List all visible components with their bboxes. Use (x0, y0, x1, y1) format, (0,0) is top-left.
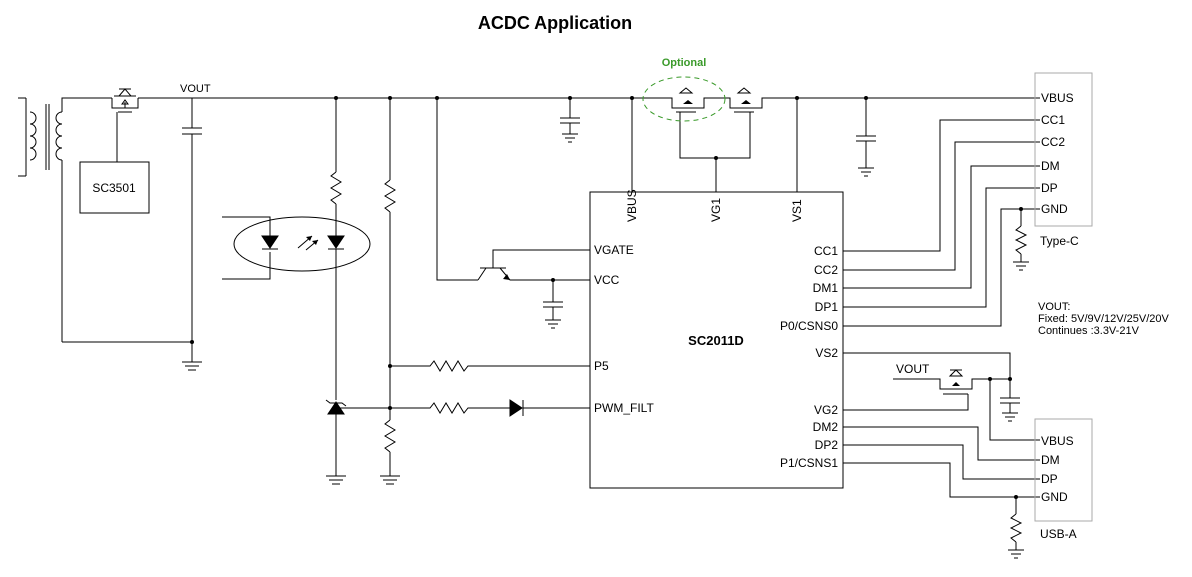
typec-vbus-capacitor (856, 98, 876, 177)
pin-cc1: CC1 (814, 244, 838, 258)
optional-mosfet-pair (666, 87, 768, 159)
usba-pin-vbus: VBUS (1041, 434, 1074, 448)
vcc-pass-transistor (436, 98, 590, 281)
typec-connector (1034, 72, 1093, 227)
usba-pin-dp: DP (1041, 472, 1058, 486)
pin-vs1: VS1 (790, 199, 804, 222)
pin-dm2: DM2 (813, 420, 839, 434)
ground-symbol (182, 342, 202, 371)
optional-label: Optional (662, 57, 707, 69)
p5-resistor (390, 360, 590, 372)
optocoupler-led (222, 216, 319, 280)
usba-mosfet (843, 369, 1010, 411)
pin-cc2: CC2 (814, 263, 838, 277)
vout-label-top: VOUT (180, 83, 211, 95)
typec-pin-dp: DP (1041, 181, 1058, 195)
pin-vg2: VG2 (814, 403, 838, 417)
pin-p5: P5 (594, 359, 609, 373)
typec-pin-gnd: GND (1041, 202, 1068, 216)
usba-connector (1034, 418, 1093, 522)
transformer (18, 97, 112, 342)
divider-resistor-bottom (380, 419, 400, 485)
sc2011d-label: SC2011D (688, 333, 744, 348)
typec-name: Type-C (1040, 234, 1079, 248)
optocoupler-outline (233, 216, 371, 272)
pin-vbus: VBUS (625, 189, 639, 222)
typec-pin-dm: DM (1041, 159, 1060, 173)
ground-symbol (326, 475, 346, 485)
pin-vs2: VS2 (815, 346, 838, 360)
shunt-regulator (325, 399, 390, 476)
pin-p1-csns1: P1/CSNS1 (780, 456, 838, 470)
vout-label-right: VOUT (896, 362, 930, 376)
pin-vcc: VCC (594, 273, 620, 287)
sc3501-chip (79, 161, 150, 214)
divider-resistor-top (384, 98, 396, 420)
pin-p0-csns0: P0/CSNS0 (780, 319, 838, 333)
optional-outline (642, 76, 726, 122)
pin-dm1: DM1 (813, 281, 839, 295)
typec-pin-vbus: VBUS (1041, 91, 1074, 105)
typec-pin-cc2: CC2 (1041, 135, 1065, 149)
pwm-filter-network (390, 399, 590, 417)
typec-gnd-resistor (1013, 209, 1029, 271)
vout-note-fixed: Fixed: 5V/9V/12V/25V/20V (1038, 313, 1170, 325)
optocoupler-transistor (327, 98, 345, 400)
sc3501-label: SC3501 (92, 181, 136, 195)
pin-vg1: VG1 (709, 198, 723, 222)
usba-pin-dm: DM (1041, 453, 1060, 467)
diagram-title: ACDC Application (478, 13, 632, 33)
pin-dp1: DP1 (815, 300, 839, 314)
usba-pin-gnd: GND (1041, 490, 1068, 504)
pin-vgate: VGATE (594, 243, 634, 257)
sync-rectifier-mosfet (111, 88, 139, 162)
typec-pin-cc1: CC1 (1041, 113, 1065, 127)
vcc-capacitor (543, 280, 563, 329)
usba-gnd-resistor (1008, 497, 1024, 559)
vout-note-continues: Continues :3.3V-21V (1038, 325, 1140, 337)
vout-note-heading: VOUT: (1038, 301, 1070, 313)
output-capacitor (182, 98, 202, 342)
usba-vbus-capacitor (1000, 379, 1020, 422)
pin-pwm-filt: PWM_FILT (594, 401, 654, 415)
pin-dp2: DP2 (815, 438, 839, 452)
usba-name: USB-A (1040, 527, 1077, 541)
bus-capacitor (560, 98, 580, 143)
